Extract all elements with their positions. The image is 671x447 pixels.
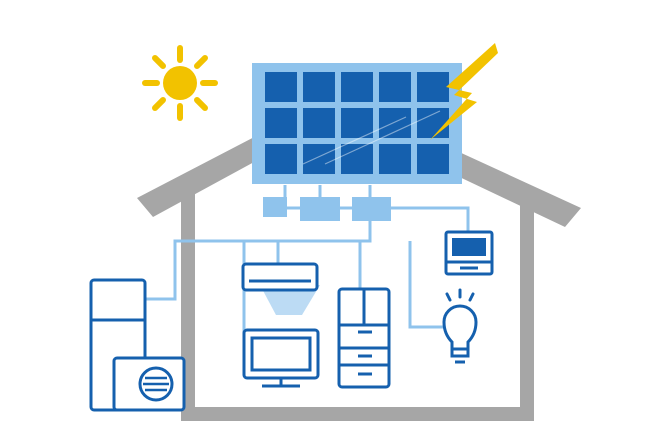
solar-cell <box>341 144 373 174</box>
solar-cell <box>417 144 449 174</box>
monitor-unit-icon <box>444 230 494 276</box>
sun-icon <box>142 45 218 121</box>
solar-cell <box>265 144 297 174</box>
solar-cell <box>379 108 411 138</box>
lightning-bolt-icon <box>430 43 498 140</box>
solar-cell <box>417 108 449 138</box>
solar-cell <box>303 72 335 102</box>
solar-cell <box>379 72 411 102</box>
television-icon <box>242 328 320 388</box>
heat-pump-unit-icon <box>112 356 186 412</box>
solar-cell <box>303 108 335 138</box>
solar-cell <box>379 144 411 174</box>
solar-cell <box>417 72 449 102</box>
house-walls <box>181 180 534 421</box>
refrigerator-icon <box>337 287 391 389</box>
solar-cell <box>265 108 297 138</box>
solar-cell <box>303 144 335 174</box>
solar-cell <box>341 72 373 102</box>
solar-cell <box>265 72 297 102</box>
solar-cell <box>341 108 373 138</box>
air-conditioner-icon <box>241 262 320 315</box>
power-conditioner-icon <box>263 197 287 217</box>
solar-panel-cells <box>265 72 449 174</box>
distribution-board-icon <box>300 197 391 221</box>
solar-panel-icon <box>252 63 462 184</box>
light-bulb-icon <box>442 288 478 364</box>
